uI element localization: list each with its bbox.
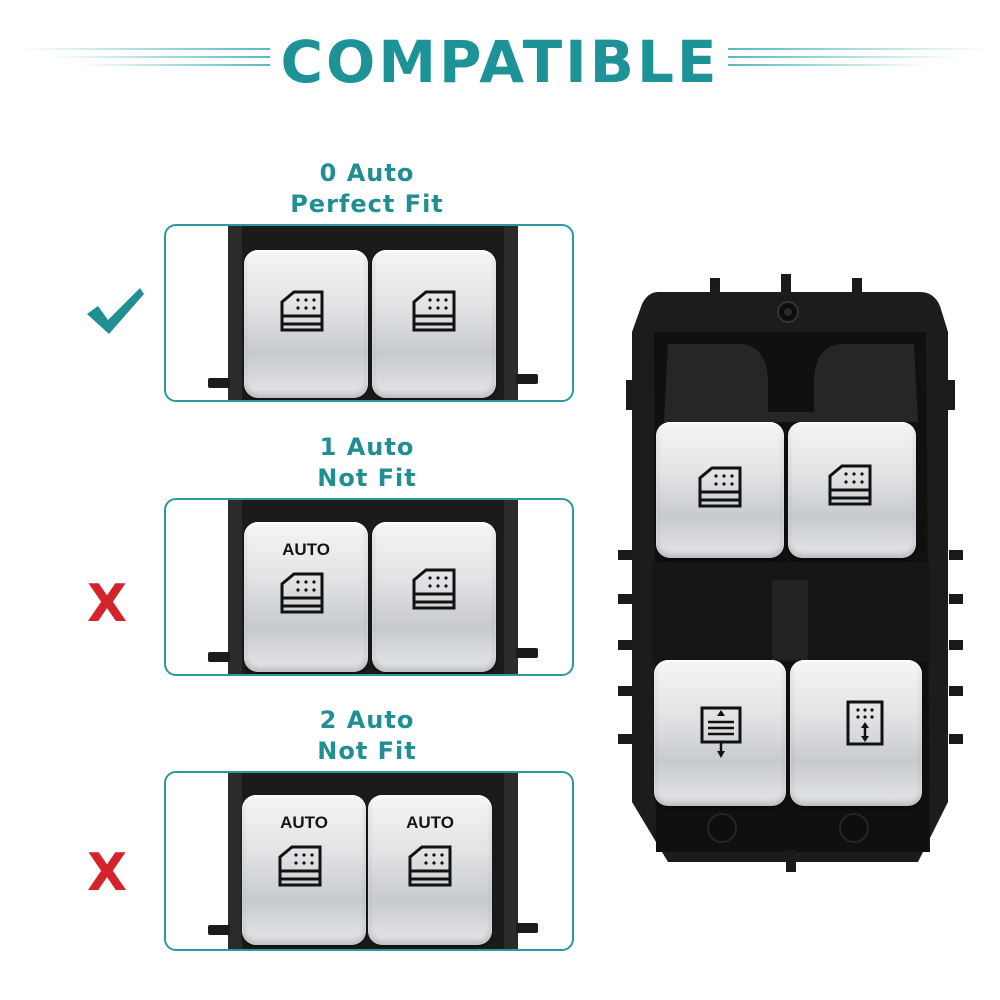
page-title: COMPATIBLE [280,28,720,96]
header-rule-right [728,44,990,74]
cross-icon: X [86,574,128,634]
window-icon [278,845,322,887]
window-icon [698,466,742,508]
window-icon [412,568,456,610]
window-icon [828,464,872,506]
auto-label: AUTO [406,813,454,832]
auto-window-button-right: AUTO [368,795,492,945]
header-rule-left [20,44,270,74]
option-2-auto-count: 1 Auto [319,433,415,461]
window-switch-product-image [618,272,963,872]
window-button-right [372,250,496,398]
option-3-fit-status: Not Fit [317,737,417,765]
child-lock-window-icon [846,700,884,746]
rear-window-lock-button-left [654,660,786,806]
window-icon [412,290,456,332]
window-icon [280,290,324,332]
option-3-label: 2 Auto Not Fit [162,705,572,767]
option-2-fit-status: Not Fit [317,464,417,492]
option-1-switch-frame [164,224,574,402]
option-2-label: 1 Auto Not Fit [162,432,572,494]
option-3-switch-frame: AUTO AUTO [164,771,574,951]
window-button-left [244,250,368,398]
option-1-label: 0 Auto Perfect Fit [162,158,572,220]
auto-label: AUTO [280,813,328,832]
auto-window-button-left: AUTO [244,522,368,672]
option-1-fit-status: Perfect Fit [290,190,444,218]
window-icon [280,572,324,614]
rear-window-lock-button-right [790,660,922,806]
option-2-switch-frame: AUTO [164,498,574,676]
option-1-auto-count: 0 Auto [319,159,415,187]
option-3-auto-count: 2 Auto [319,706,415,734]
auto-window-button-left: AUTO [242,795,366,945]
window-button-top-right [788,422,916,558]
cross-icon: X [86,843,128,903]
window-icon [408,845,452,887]
check-icon [84,284,146,338]
child-lock-window-icon [700,706,742,758]
window-button-top-left [656,422,784,558]
auto-label: AUTO [282,540,330,559]
window-button-right [372,522,496,672]
